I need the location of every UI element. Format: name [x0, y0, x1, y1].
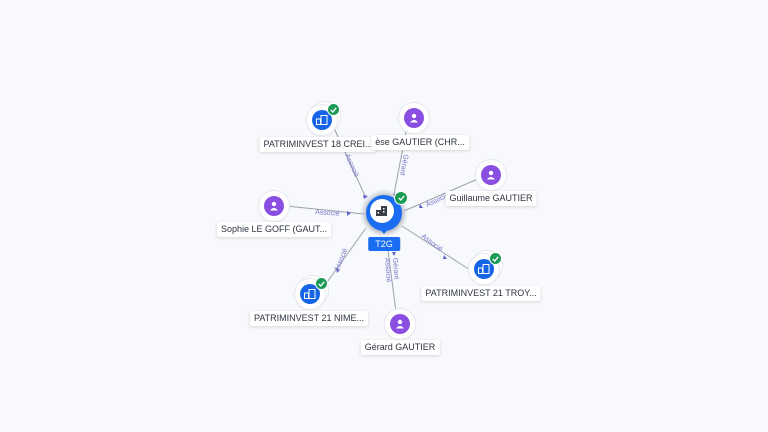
edge-label: Associé [343, 153, 359, 178]
node-label-patriminvest-21-nime[interactable]: PATRIMINVEST 21 NIME... [249, 311, 369, 326]
edge-sophie [285, 205, 365, 215]
edge-guillaume [403, 177, 481, 212]
edge-label: Associé [420, 233, 444, 253]
building-icon [312, 110, 332, 130]
person-icon [390, 314, 410, 334]
node-patriminvest-21-nime[interactable] [295, 276, 328, 309]
node-label-gerard-gautier[interactable]: Gérard GAUTIER [360, 340, 440, 355]
verified-check-icon [394, 191, 408, 205]
edge-label: Gérant [398, 154, 409, 176]
node-label-therese-gautier[interactable]: èse GAUTIER (CHR... [371, 135, 469, 150]
edge-gerard [387, 249, 397, 313]
node-label-patriminvest-21-troy[interactable]: PATRIMINVEST 21 TROY... [421, 286, 541, 301]
edge-label: Associé [383, 258, 392, 283]
building-icon [370, 199, 394, 223]
node-pin-tip [378, 227, 390, 234]
edge-label: Associé [315, 209, 340, 218]
node-gerard-gautier[interactable] [385, 309, 415, 339]
center-company-node[interactable] [360, 189, 408, 237]
arrow-head [347, 211, 351, 216]
verified-check-icon [327, 103, 340, 116]
node-label-sophie-le-goff[interactable]: Sophie LE GOFF (GAUT... [216, 222, 332, 237]
arrow-head [392, 252, 396, 256]
node-patriminvest-21-troy[interactable] [469, 251, 502, 284]
arrow-head [443, 255, 447, 259]
edge-label: Gérant [391, 258, 399, 280]
verified-check-icon [315, 277, 328, 290]
building-icon [474, 259, 494, 279]
person-icon [481, 165, 501, 185]
node-therese-gautier[interactable] [399, 103, 429, 133]
node-guillaume-gautier[interactable] [476, 160, 506, 190]
node-patriminvest-18[interactable] [307, 102, 340, 135]
building-icon [300, 284, 320, 304]
arrow-head [336, 268, 340, 273]
node-sophie-le-goff[interactable] [259, 191, 289, 221]
node-label-guillaume-gautier[interactable]: Guillaume GAUTIER [445, 191, 537, 206]
node-label-patriminvest-18[interactable]: PATRIMINVEST 18 CREI... [259, 137, 377, 152]
edge-patriminvest21troy [401, 225, 471, 271]
person-icon [404, 108, 424, 128]
person-icon [264, 196, 284, 216]
edge-label: Associé [333, 247, 349, 272]
center-node-label[interactable]: T2G [368, 237, 400, 251]
verified-check-icon [489, 252, 502, 265]
arrow-head [419, 204, 423, 208]
